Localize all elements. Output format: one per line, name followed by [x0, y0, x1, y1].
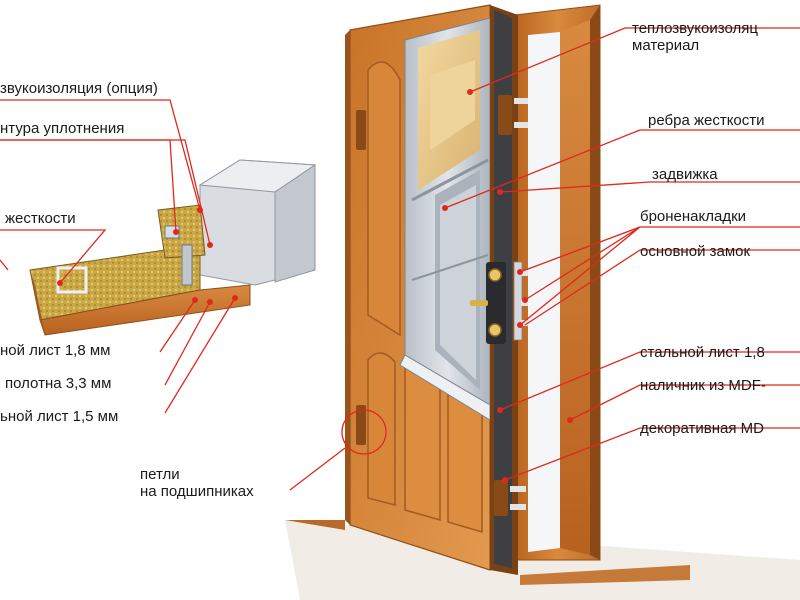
- label-steel-18-right: стальной лист 1,8: [640, 344, 765, 361]
- door-frame: [514, 4, 601, 561]
- door-leaf: [345, 4, 518, 575]
- label-hinges: петли на подшипниках: [140, 466, 254, 500]
- cross-section: [29, 159, 317, 336]
- label-latch: задвижка: [652, 166, 718, 183]
- label-ribs-right: ребра жесткости: [648, 112, 765, 129]
- label-armor-plates: броненакладки: [640, 208, 747, 225]
- lock-hardware: [470, 95, 528, 516]
- label-seal-contour: нтура уплотнения: [0, 120, 125, 137]
- label-decor-mdf: декоративная MD: [640, 420, 764, 437]
- label-main-lock: основной замок: [640, 243, 751, 260]
- label-insulation-option: звукоизоляция (опция): [0, 80, 158, 97]
- label-steel-15: ьной лист 1,5 мм: [0, 408, 119, 425]
- label-steel-18-left: ной лист 1,8 мм: [0, 342, 111, 359]
- label-thermo-material: теплозвукоизоляц материал: [632, 20, 758, 54]
- leader-dots: [57, 89, 573, 483]
- label-trim-mdf: наличник из MDF-: [640, 377, 766, 394]
- label-ribs-left: жесткости: [5, 210, 76, 227]
- label-leaf-33: полотна 3,3 мм: [5, 375, 112, 392]
- leader-lines: [0, 27, 800, 491]
